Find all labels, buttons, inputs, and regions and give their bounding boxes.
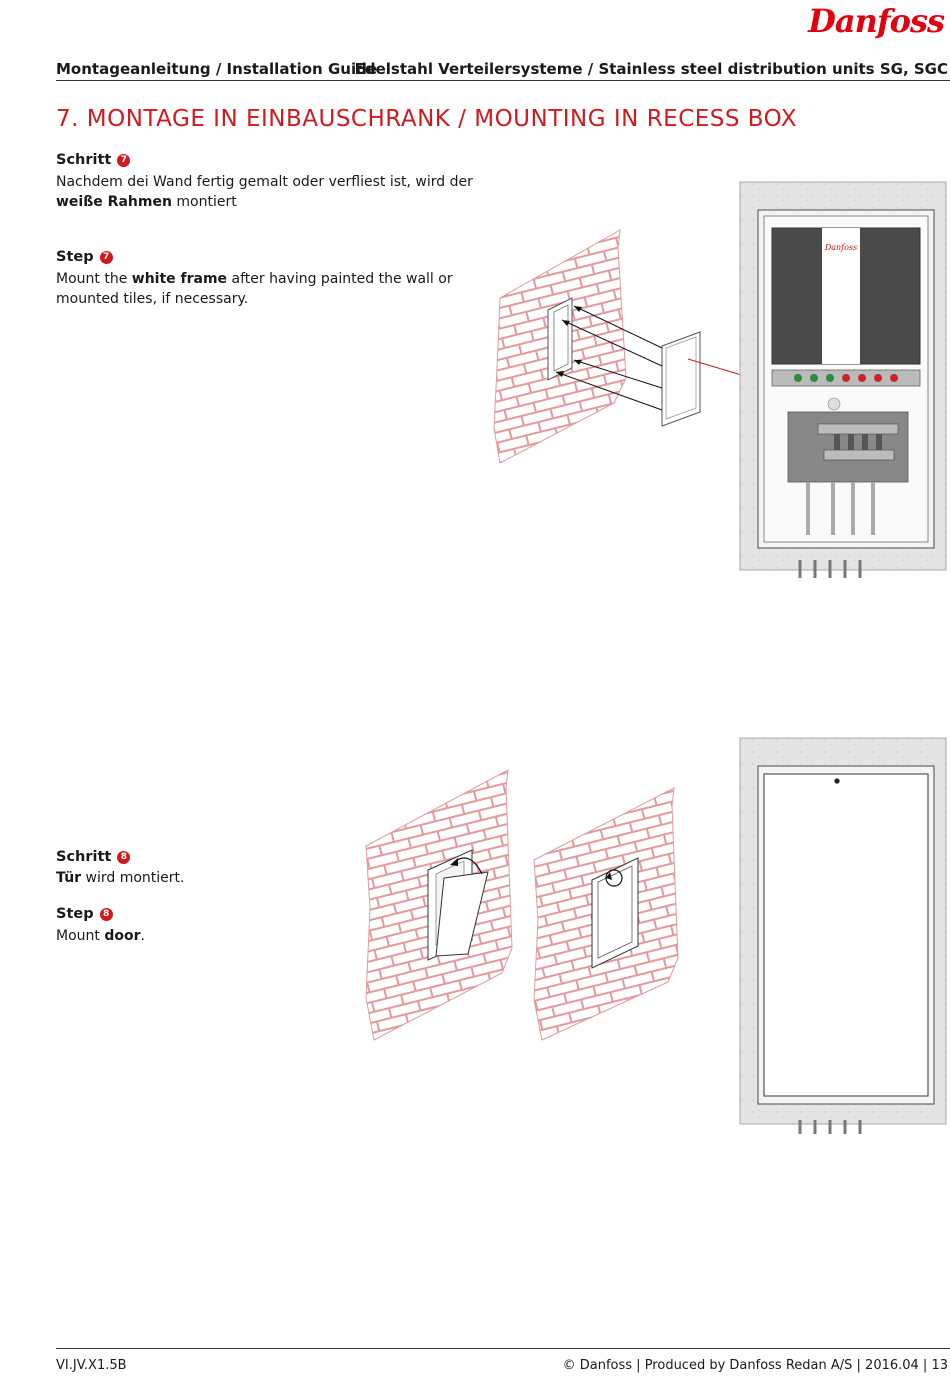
step7-de-text: Nachdem dei Wand fertig gemalt oder verf… <box>56 172 473 212</box>
step7-de-line1: Nachdem dei Wand fertig gemalt oder verf… <box>56 174 473 190</box>
step7-en-number-badge: 7 <box>99 250 113 264</box>
step7-en-after: after having painted the wall or <box>227 271 453 287</box>
step7-de-bold: weiße Rahmen <box>56 194 172 210</box>
svg-text:Danfoss: Danfoss <box>824 243 857 252</box>
step8-en-after: . <box>140 928 145 944</box>
step8-en-heading: Step 8 <box>56 906 113 922</box>
step7-en-heading-text: Step <box>56 249 94 265</box>
step8-de-bold: Tür <box>56 870 82 886</box>
step8-de-number-badge: 8 <box>117 850 131 864</box>
step8-en-bold: door <box>104 928 141 944</box>
header-rule <box>56 80 950 81</box>
step8-en-heading-text: Step <box>56 906 94 922</box>
step7-en-line2: mounted tiles, if necessary. <box>56 291 249 307</box>
header-right: Edelstahl Verteilersysteme / Stainless s… <box>354 60 948 78</box>
step8-en-before: Mount <box>56 928 105 944</box>
wall-frame-illustration <box>493 229 759 464</box>
footer-right: © Danfoss | Produced by Danfoss Redan A/… <box>562 1358 948 1373</box>
recess-box-manifold-illustration: Danfoss <box>739 181 947 578</box>
step8-de-heading: Schritt 8 <box>56 849 131 865</box>
step8-en-number-badge: 8 <box>99 907 113 921</box>
step8-de-heading-text: Schritt <box>56 849 112 865</box>
step7-de-heading-text: Schritt <box>56 152 112 168</box>
step7-en-before: Mount the <box>56 271 132 287</box>
wall-door-open-illustration <box>365 769 513 1041</box>
step8-en-text: Mount door. <box>56 926 145 946</box>
wall-door-closed-illustration <box>533 787 679 1041</box>
step7-en-text: Mount the white frame after having paint… <box>56 269 453 309</box>
section-title: 7. MONTAGE IN EINBAUSCHRANK / MOUNTING I… <box>56 106 798 132</box>
step8-de-after: wird montiert. <box>81 870 185 886</box>
step7-de-number-badge: 7 <box>117 153 131 167</box>
valve-row <box>794 374 898 382</box>
footer-left: VI.JV.X1.5B <box>56 1358 127 1373</box>
danfoss-logo: Danfoss <box>808 2 945 40</box>
step7-en-heading: Step 7 <box>56 249 113 265</box>
header-left: Montageanleitung / Installation Guide <box>56 60 378 78</box>
footer-rule <box>56 1348 950 1349</box>
step7-de-after: montiert <box>171 194 237 210</box>
step7-de-heading: Schritt 7 <box>56 152 131 168</box>
step8-de-text: Tür wird montiert. <box>56 868 185 888</box>
recess-box-door-illustration <box>739 737 947 1134</box>
step7-en-bold: white frame <box>131 271 228 287</box>
